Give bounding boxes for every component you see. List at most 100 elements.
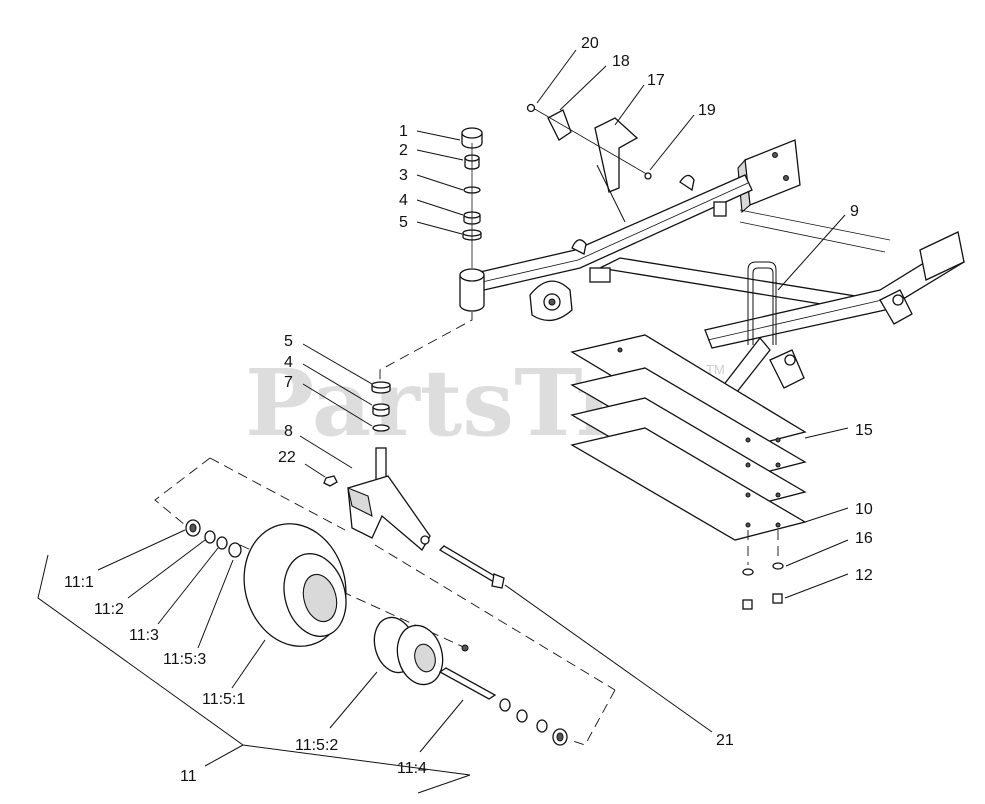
bearing-cup-top xyxy=(371,381,391,389)
seal xyxy=(204,530,216,544)
plate-hole xyxy=(775,462,781,468)
u-bolt-body xyxy=(747,261,777,345)
leader-11-3 xyxy=(157,547,219,625)
callout-17: 17 xyxy=(647,72,665,89)
u-bolt xyxy=(747,261,777,345)
seal xyxy=(372,424,390,432)
leader-21 xyxy=(504,584,713,733)
callout-5: 5 xyxy=(284,333,293,350)
leader-8 xyxy=(299,435,353,469)
callout-2: 2 xyxy=(399,142,408,159)
bearing-inner xyxy=(189,523,197,533)
leader-10 xyxy=(804,507,849,523)
leader-11-1 xyxy=(97,529,186,571)
leader-16 xyxy=(785,539,849,567)
lower-bearing-stack xyxy=(323,312,473,552)
dust-cap-top xyxy=(461,127,483,139)
axle-spacer-body xyxy=(438,667,497,700)
plate-hole xyxy=(775,522,781,528)
callout-11-2: 11:2 xyxy=(94,601,124,618)
plate-hole xyxy=(775,437,781,443)
right-end-plate xyxy=(919,231,965,281)
leader-9 xyxy=(777,214,846,291)
nut-20 xyxy=(526,103,536,113)
valve-stem xyxy=(461,644,469,652)
spacer xyxy=(216,536,228,550)
callout-11-1: 11:1 xyxy=(64,574,94,591)
leader-3 xyxy=(416,174,464,191)
washer xyxy=(742,568,754,576)
frame-tab xyxy=(571,239,587,255)
weight-plates xyxy=(570,334,807,565)
plate-bolt xyxy=(772,152,778,158)
axle-bolt-head xyxy=(491,573,505,589)
plate-hole xyxy=(745,437,751,443)
leader-7 xyxy=(302,383,373,427)
leader-11-4 xyxy=(419,699,464,753)
leader-17 xyxy=(614,84,645,126)
leader-15 xyxy=(804,427,849,439)
leader-11 xyxy=(204,744,244,767)
callout-1: 1 xyxy=(399,123,408,140)
frame-tab xyxy=(679,174,695,192)
callout-11-3: 11:3 xyxy=(129,627,159,644)
axle-bolt xyxy=(438,545,505,589)
tire-bore xyxy=(302,573,338,623)
tube-edge xyxy=(707,299,883,341)
leader-18 xyxy=(559,65,607,111)
frame-bracket xyxy=(713,201,727,217)
caster-fork-side xyxy=(347,487,373,517)
callout-11-5-3: 11:5:3 xyxy=(163,651,206,668)
assembly-guide xyxy=(209,457,346,531)
leader-lines xyxy=(37,49,849,794)
callout-10: 10 xyxy=(855,501,873,518)
caster-fork xyxy=(347,475,431,552)
left-pivot-hole xyxy=(548,298,556,306)
leader-22 xyxy=(304,463,326,478)
cross-bar-edge xyxy=(739,209,891,241)
bearing-top xyxy=(372,403,390,411)
plate-hole xyxy=(745,492,751,498)
watermark-trademark: TM xyxy=(706,362,725,377)
nut xyxy=(742,599,753,610)
callout-8: 8 xyxy=(284,423,293,440)
right-bearings xyxy=(499,698,568,746)
frame-bracket xyxy=(589,267,611,283)
assembly-guide xyxy=(374,544,616,691)
tire xyxy=(243,523,347,647)
leader-11-5-3 xyxy=(197,559,234,649)
plate-hole xyxy=(617,347,623,353)
left-spindle-housing xyxy=(459,275,485,312)
plate-bolt xyxy=(783,175,789,181)
bolt-line xyxy=(532,107,651,177)
plate-hole xyxy=(745,522,751,528)
bracket-link xyxy=(596,164,626,223)
assembly-guide xyxy=(569,689,616,746)
callout-11: 11 xyxy=(180,768,197,785)
plate-hardware xyxy=(742,562,784,610)
nut xyxy=(772,593,783,604)
callout-21: 21 xyxy=(716,732,734,749)
washer xyxy=(772,562,784,570)
bearing-inner xyxy=(556,732,564,742)
callout-22: 22 xyxy=(278,449,296,466)
leader-12 xyxy=(784,573,849,599)
callout-7: 7 xyxy=(284,374,293,391)
axle-bolt-shaft xyxy=(438,545,500,583)
upper-bearing-stack xyxy=(461,127,483,268)
callout-11-5-2: 11:5:2 xyxy=(295,737,338,754)
right-bracket xyxy=(879,289,913,325)
bracket-17 xyxy=(594,117,639,193)
plate-hole xyxy=(745,462,751,468)
tube-edge xyxy=(481,259,579,283)
middle-bracket-hole xyxy=(784,354,796,366)
callout-15: 15 xyxy=(855,422,873,439)
callout-4: 4 xyxy=(399,192,408,209)
callout-16: 16 xyxy=(855,530,873,547)
grease-fitting xyxy=(323,475,338,487)
center-line xyxy=(379,312,473,380)
leader-4a xyxy=(416,199,464,216)
callout-11-5-1: 11:5:1 xyxy=(202,691,245,708)
u-bolt-inner xyxy=(752,267,774,345)
